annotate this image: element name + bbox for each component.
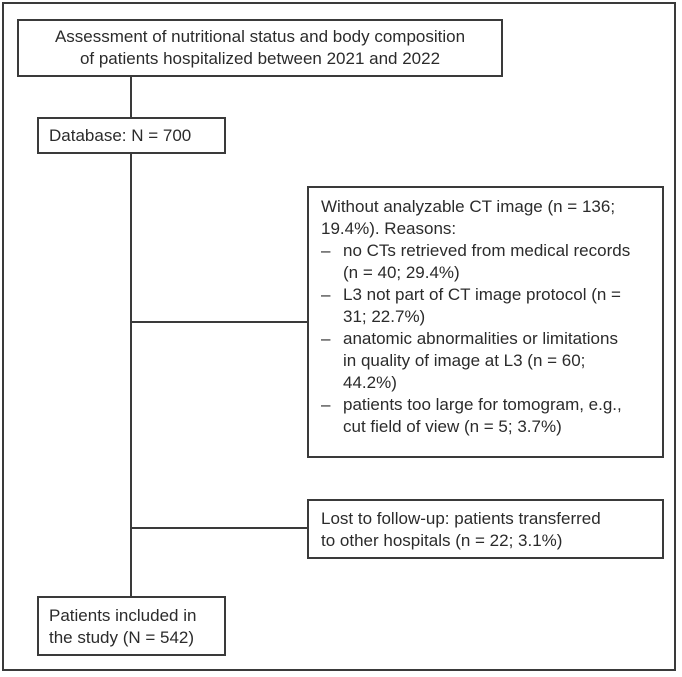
exclusion-box: Without analyzable CT image (n = 136; 19… (307, 186, 664, 458)
database-box: Database: N = 700 (37, 117, 226, 154)
exclusion-reasons-list: no CTs retrieved from medical records (n… (321, 240, 652, 438)
connector-main-trunk (130, 153, 132, 597)
lost-to-follow-up-box: Lost to follow-up: patients transferred … (307, 499, 664, 559)
database-text: Database: N = 700 (49, 126, 192, 145)
assessment-box: Assessment of nutritional status and bod… (17, 19, 503, 77)
reason-item: anatomic abnormalities or limitations in… (321, 328, 652, 394)
lost-to-follow-up-text: Lost to follow-up: patients transferred … (321, 509, 601, 550)
assessment-text: Assessment of nutritional status and bod… (54, 27, 466, 68)
connector-to-exclusion (130, 321, 308, 323)
exclusion-intro: Without analyzable CT image (n = 136; 19… (321, 197, 616, 238)
reason-item: L3 not part of CT image protocol (n = 31… (321, 284, 652, 328)
included-patients-box: Patients included in the study (N = 542) (37, 596, 226, 656)
reason-item: patients too large for tomogram, e.g., c… (321, 394, 652, 438)
reason-item: no CTs retrieved from medical records (n… (321, 240, 652, 284)
connector-to-lost (130, 527, 308, 529)
included-patients-text: Patients included in the study (N = 542) (49, 606, 197, 647)
connector-top-to-database (130, 75, 132, 118)
